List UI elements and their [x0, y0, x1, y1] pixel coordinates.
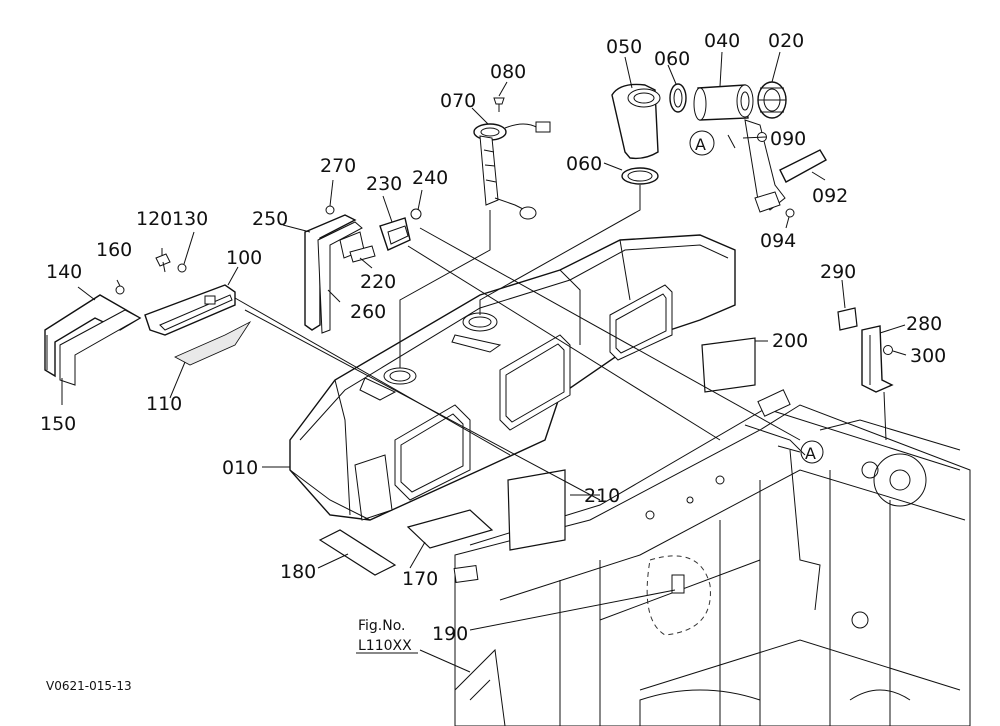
callout-070: 070	[440, 90, 476, 112]
fig-ref-line2: L110XX	[358, 638, 412, 654]
callout-210: 210	[584, 485, 620, 507]
callout-280: 280	[906, 313, 942, 335]
callout-270: 270	[320, 155, 356, 177]
hose-clamp-060-lower	[621, 167, 659, 185]
bracket-100	[144, 284, 236, 336]
bracket-140-150	[44, 294, 142, 386]
callout-020: 020	[768, 30, 804, 52]
label-290	[837, 307, 858, 331]
hose-clamp-060-upper	[669, 83, 687, 113]
piece-220	[349, 245, 376, 263]
bracket-280	[861, 325, 894, 393]
stay-092	[744, 119, 827, 213]
callout-200: 200	[772, 330, 808, 352]
callout-170: 170	[402, 568, 438, 590]
callout-080: 080	[490, 61, 526, 83]
leader-lines	[61, 51, 907, 673]
callout-110: 110	[146, 393, 182, 415]
marker-a-1: A	[695, 135, 706, 154]
marker-a-circle-2	[800, 440, 824, 464]
screw-080	[493, 97, 505, 112]
callout-100: 100	[226, 247, 262, 269]
nut-130	[177, 263, 187, 273]
callout-240: 240	[412, 167, 448, 189]
label-200	[701, 337, 756, 393]
label-210	[507, 469, 566, 551]
nut-160	[115, 285, 125, 295]
callout-140: 140	[46, 261, 82, 283]
fuel-cap-020	[757, 81, 787, 119]
bolt-094	[785, 208, 795, 218]
bracket-250-260	[304, 214, 365, 334]
bolt-120	[155, 253, 171, 273]
bolt-240	[410, 208, 422, 220]
marker-a-circle-1	[689, 130, 715, 156]
fig-ref-line1: Fig.No.	[358, 618, 406, 634]
callout-260: 260	[350, 301, 386, 323]
label-170	[406, 509, 494, 549]
callout-010: 010	[222, 457, 258, 479]
callout-040: 040	[704, 30, 740, 52]
callout-090: 090	[770, 128, 806, 150]
callout-220: 220	[360, 271, 396, 293]
callout-094: 094	[760, 230, 796, 252]
callout-230: 230	[366, 173, 402, 195]
callout-190: 190	[432, 623, 468, 645]
callouts: 010 020 040 050 060 060 070 080 090 092 …	[40, 30, 946, 693]
callout-060-upper: 060	[654, 48, 690, 70]
fuel-gauge-070	[473, 121, 551, 220]
drawing-code: V0621-015-13	[46, 679, 132, 693]
callout-180: 180	[280, 561, 316, 583]
callout-120: 120	[136, 208, 172, 230]
nut-270	[325, 205, 335, 215]
filler-elbow-050	[611, 83, 661, 160]
callout-160: 160	[96, 239, 132, 261]
callout-050: 050	[606, 36, 642, 58]
chassis-frame	[453, 389, 971, 726]
label-180	[318, 529, 397, 576]
callout-092: 092	[812, 185, 848, 207]
bolt-300	[883, 345, 893, 355]
marker-a-2: A	[805, 444, 816, 463]
clamp-230	[379, 217, 411, 251]
callout-250: 250	[252, 208, 288, 230]
callout-060-lower: 060	[566, 153, 602, 175]
callout-300: 300	[910, 345, 946, 367]
fuel-tank	[289, 234, 736, 521]
filler-tube-040	[693, 84, 754, 121]
plate-110	[174, 320, 252, 366]
callout-150: 150	[40, 413, 76, 435]
callout-130: 130	[172, 208, 208, 230]
callout-290: 290	[820, 261, 856, 283]
